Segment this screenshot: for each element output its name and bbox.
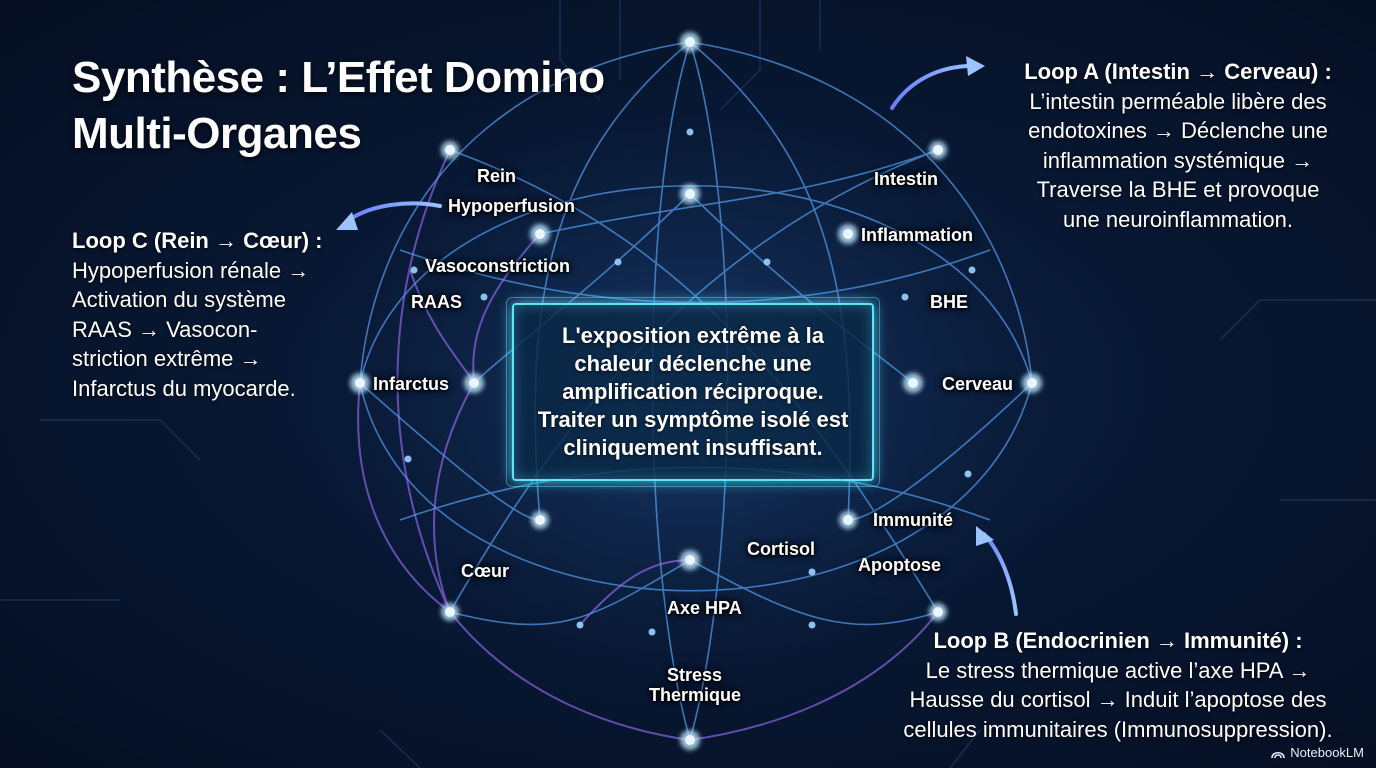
loop-c-heading: Loop C (Rein → Cœur) : xyxy=(72,228,323,253)
central-message-line: cliniquement insuffisant. xyxy=(563,435,823,460)
node-label-cerveau: Cerveau xyxy=(942,374,1014,394)
loop-a-line: L’intestin perméable libère des xyxy=(1029,88,1327,114)
node-label-immunite: Immunité xyxy=(873,510,954,530)
loop-c-line: RAAS → Vasocon- xyxy=(72,316,258,342)
arrow-heads xyxy=(336,56,994,546)
loop-a-line: une neuroinflammation. xyxy=(1063,206,1293,232)
node-label-axe-hpa: Axe HPA xyxy=(667,598,742,618)
loop-b-description: Loop B (Endocrinien → Immunité) : Le str… xyxy=(878,626,1358,744)
loop-a-description: Loop A (Intestin → Cerveau) : L’intestin… xyxy=(1008,57,1348,234)
node-label-bhe: BHE xyxy=(930,292,969,312)
loop-a-line: inflammation systémique → xyxy=(1042,147,1314,173)
title-line-1: Synthèse : L’Effet Domino xyxy=(72,53,605,102)
node-label-stress: Stress xyxy=(667,665,723,685)
node-label-hypoperfusion: Hypoperfusion xyxy=(448,196,576,216)
central-message-line: Traiter un symptôme isolé est xyxy=(537,407,849,432)
loop-c-line: Activation du système xyxy=(72,287,286,312)
loop-a-line: Traverse la BHE et provoque xyxy=(1036,177,1320,202)
brand-label: NotebookLM xyxy=(1290,745,1364,760)
loop-c-arrow xyxy=(344,201,442,224)
loop-c-description: Loop C (Rein → Cœur) : Hypoperfusion rén… xyxy=(72,226,362,403)
central-message-line: L'exposition extrême à la xyxy=(562,323,824,348)
node-label-coeur: Cœur xyxy=(461,561,509,581)
loop-c-arrowhead xyxy=(336,212,358,230)
node-label-raas: RAAS xyxy=(411,292,463,312)
loop-a-arrowhead xyxy=(966,56,985,76)
loop-b-line: cellules immunitaires (Immunosuppression… xyxy=(903,716,1333,742)
wire-lines-purple xyxy=(357,149,939,741)
central-message-line: chaleur déclenche une xyxy=(574,351,812,376)
loop-b-heading: Loop B (Endocrinien → Immunité) : xyxy=(933,628,1303,653)
node-label-apoptose: Apoptose xyxy=(858,555,941,575)
loop-c-line: Infarctus du myocarde. xyxy=(72,375,296,401)
node-label-thermique: Thermique xyxy=(649,685,742,705)
loop-b-line: Hausse du cortisol → Induit l’apoptose d… xyxy=(909,687,1327,712)
loop-a-heading: Loop A (Intestin → Cerveau) : xyxy=(1024,59,1332,84)
page-title: Synthèse : L’Effet Domino Multi-Organes xyxy=(72,50,605,162)
title-line-2: Multi-Organes xyxy=(72,109,362,158)
loop-c-line: Hypoperfusion rénale → xyxy=(72,257,310,283)
node-label-infarctus: Infarctus xyxy=(373,374,450,394)
loop-a-line: endotoxines → Déclenche une xyxy=(1028,118,1328,143)
loop-a-arrow xyxy=(890,64,974,110)
central-message-line: amplification réciproque. xyxy=(562,379,824,404)
central-message-box: L'exposition extrême à la chaleur déclen… xyxy=(506,297,880,487)
notebooklm-brand: NotebookLM xyxy=(1271,745,1364,760)
network-nodes xyxy=(350,32,1042,750)
notebooklm-logo-icon xyxy=(1271,751,1286,758)
node-label-cortisol: Cortisol xyxy=(747,539,816,559)
central-message: L'exposition extrême à la chaleur déclen… xyxy=(528,322,858,462)
node-label-rein: Rein xyxy=(477,166,517,186)
node-label-vasoconstriction: Vasoconstriction xyxy=(425,256,571,276)
loop-b-line: Le stress thermique active l’axe HPA → xyxy=(925,657,1311,683)
loop-b-arrowhead xyxy=(976,526,994,546)
node-label-intestin: Intestin xyxy=(874,169,939,189)
loop-c-line: striction extrême → xyxy=(72,346,262,371)
node-label-inflammation: Inflammation xyxy=(861,225,974,245)
